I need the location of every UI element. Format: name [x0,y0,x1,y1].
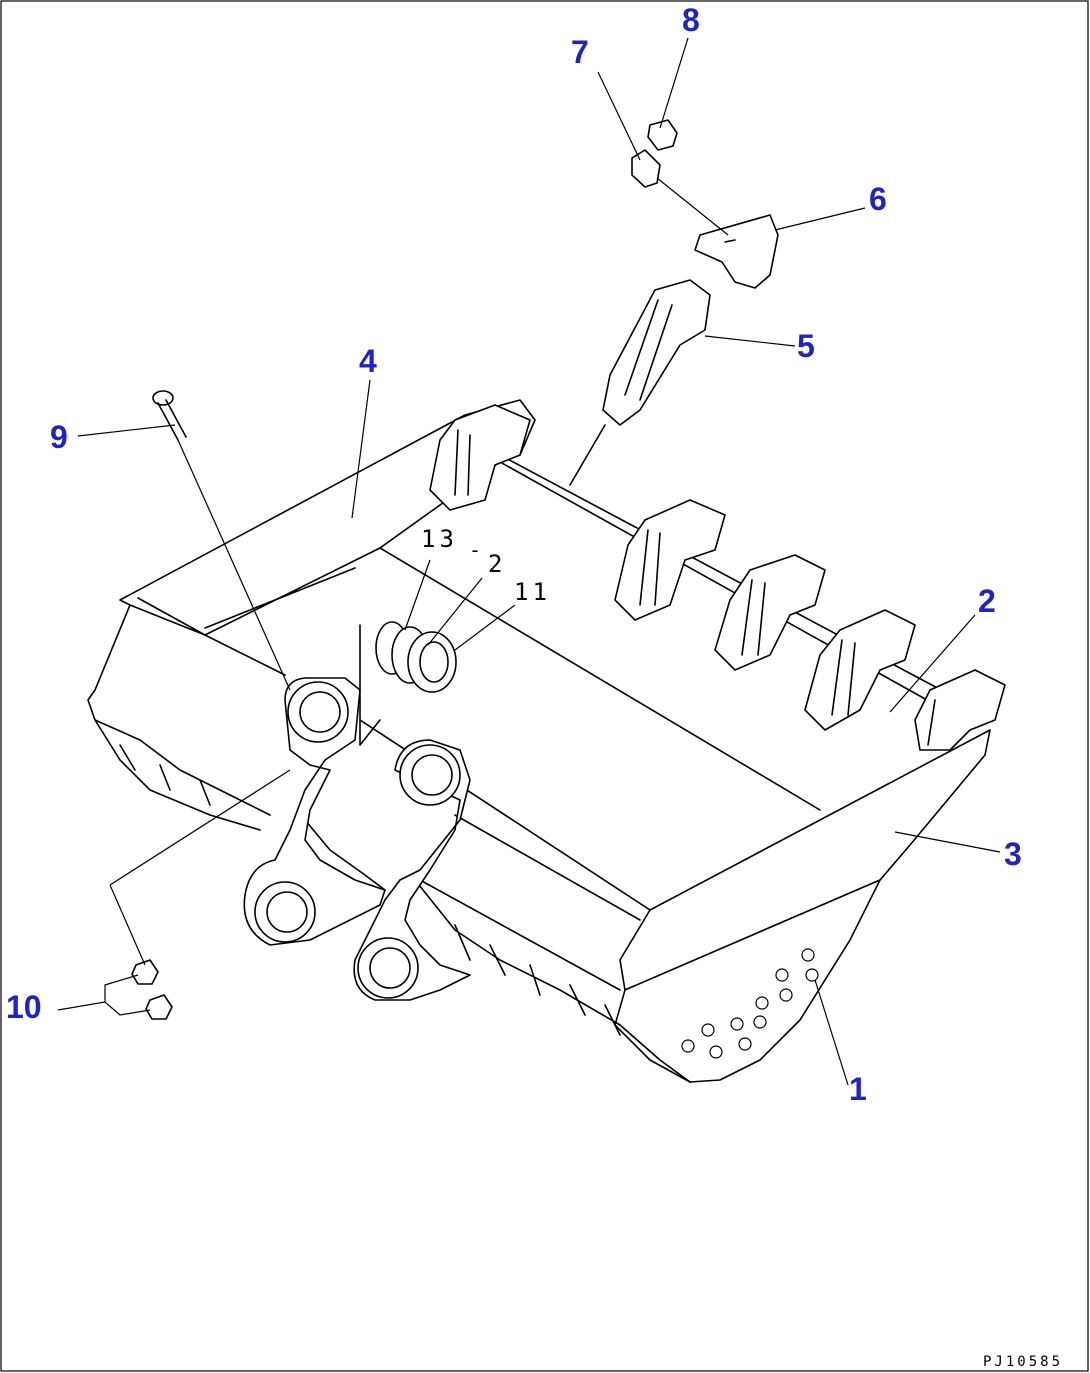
hinge-bracket-left [243,677,386,946]
tooth-2 [614,499,726,621]
callout-11: 11 [514,578,551,606]
callout-9: 9 [50,419,68,455]
bolt-9 [152,390,291,691]
pin-8 [647,119,678,151]
callout-6: 6 [869,181,887,217]
drawing-code: PJ10585 [983,1354,1064,1370]
bolt-holes [681,948,819,1059]
callout-10: 10 [6,989,42,1025]
tooth-1 [429,404,531,511]
teeth [429,119,1006,751]
tooth-4 [804,609,916,731]
callout-13-2-dash: - [469,538,486,562]
tooth-pin-6 [694,214,779,289]
nuts-10 [109,769,291,1020]
callout-1: 1 [849,1071,867,1107]
callout-5: 5 [797,328,815,364]
callout-4: 4 [359,343,377,379]
tooth-point-5 [569,279,711,486]
callout-13-2-part-a: 13 [421,525,458,553]
callout-13-2-part-b: 2 [488,550,507,578]
bucket-body [87,399,991,1083]
tooth-5 [914,669,1006,751]
callout-8: 8 [682,2,700,38]
callout-3: 3 [1004,836,1022,872]
callout-7: 7 [571,34,589,70]
callout-2: 2 [978,583,996,619]
hinge-bracket-right [353,739,471,1001]
tooth-3 [714,554,826,671]
shims [359,621,457,746]
pin-lock-7 [631,149,661,188]
leader-lines [57,37,1001,1086]
